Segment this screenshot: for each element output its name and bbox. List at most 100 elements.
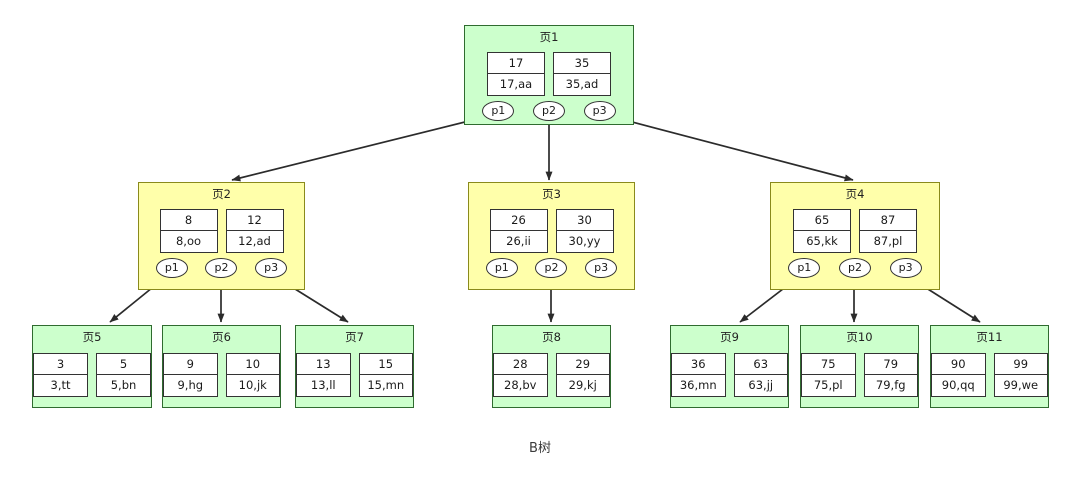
key-cell[interactable]: 30 30,yy (555, 209, 614, 253)
child-pointer-p3[interactable]: p3 (583, 101, 616, 121)
cell-key: 79 (864, 354, 917, 375)
node-title: 页7 (345, 330, 364, 344)
cell-value: 75,pl (813, 378, 843, 392)
child-pointer-p2[interactable]: p2 (535, 258, 568, 278)
cell-key: 65 (794, 210, 850, 231)
btree-node-page1[interactable]: 页1 17 17,aa 35 35,ad p1 p2 p3 (464, 25, 634, 125)
cell-key: 13 (297, 354, 350, 375)
cell-key: 99 (994, 354, 1047, 375)
cell-value: 28,bv (504, 378, 537, 392)
edge-page1-p3-to-page4 (631, 121, 854, 182)
cell-value: 30,yy (568, 234, 601, 248)
key-cell[interactable]: 99 99,we (993, 353, 1048, 397)
node-title: 页1 (539, 30, 559, 44)
key-cell[interactable]: 10 10,jk (225, 353, 280, 397)
child-pointer-p3[interactable]: p3 (255, 258, 288, 278)
cell-key: 29 (556, 354, 609, 375)
btree-node-page9[interactable]: 页9 36 36,mn 63 63,jj (670, 325, 789, 408)
cell-value: 99,we (1003, 378, 1039, 392)
cell-key: 15 (359, 354, 412, 375)
node-title: 页5 (82, 330, 102, 344)
cell-value: 63,jj (748, 378, 774, 392)
key-cell[interactable]: 15 15,mn (358, 353, 413, 397)
key-cell-group: 17 17,aa 35 35,ad (465, 52, 633, 96)
key-cell[interactable]: 17 17,aa (487, 52, 545, 96)
child-pointer-p3[interactable]: p3 (889, 258, 922, 278)
btree-node-page7[interactable]: 页7 13 13,ll 15 15,mn (295, 325, 414, 408)
cell-value: 5,bn (110, 378, 137, 392)
cell-key: 8 (160, 210, 217, 231)
cell-value: 26,ii (506, 234, 531, 248)
cell-value: 3,tt (50, 378, 71, 392)
key-cell[interactable]: 36 36,mn (671, 353, 726, 397)
key-cell-group: 13 13,ll 15 15,mn (296, 353, 413, 397)
cell-value: 17,aa (499, 77, 533, 91)
cell-key: 35 (554, 53, 610, 74)
child-pointer-p1[interactable]: p1 (482, 101, 515, 121)
key-cell[interactable]: 26 26,ii (489, 209, 548, 253)
pointer-group: p1 p2 p3 (771, 258, 939, 278)
cell-value: 29,kj (568, 378, 597, 392)
pointer-group: p1 p2 p3 (469, 258, 634, 278)
node-title: 页8 (542, 330, 561, 344)
node-title: 页10 (846, 330, 873, 344)
pointer-group: p1 p2 p3 (465, 101, 633, 121)
node-title: 页4 (845, 187, 865, 201)
cell-key: 63 (734, 354, 787, 375)
key-cell-group: 26 26,ii 30 30,yy (469, 209, 634, 253)
child-pointer-p1[interactable]: p1 (485, 258, 518, 278)
cell-key: 36 (672, 354, 725, 375)
cell-key: 87 (860, 210, 916, 231)
pointer-group: p1 p2 p3 (139, 258, 304, 278)
key-cell[interactable]: 29 29,kj (555, 353, 610, 397)
cell-key: 26 (490, 210, 547, 231)
cell-key: 17 (488, 53, 544, 74)
cell-value: 36,mn (679, 378, 717, 392)
node-title: 页9 (720, 330, 739, 344)
cell-key: 5 (97, 354, 150, 375)
child-pointer-p1[interactable]: p1 (788, 258, 821, 278)
cell-key: 75 (802, 354, 855, 375)
cell-value: 87,pl (873, 234, 903, 248)
key-cell[interactable]: 5 5,bn (96, 353, 151, 397)
node-title: 页6 (212, 330, 231, 344)
cell-value: 13,ll (310, 378, 336, 392)
child-pointer-p2[interactable]: p2 (838, 258, 871, 278)
key-cell-group: 36 36,mn 63 63,jj (671, 353, 788, 397)
cell-key: 10 (226, 354, 279, 375)
key-cell[interactable]: 75 75,pl (801, 353, 856, 397)
cell-value: 35,ad (565, 77, 599, 91)
key-cell[interactable]: 35 35,ad (553, 52, 611, 96)
cell-value: 15,mn (367, 378, 405, 392)
child-pointer-p1[interactable]: p1 (155, 258, 188, 278)
key-cell[interactable]: 13 13,ll (296, 353, 351, 397)
cell-key: 30 (556, 210, 613, 231)
child-pointer-p2[interactable]: p2 (532, 101, 565, 121)
child-pointer-p3[interactable]: p3 (585, 258, 618, 278)
key-cell[interactable]: 87 87,pl (859, 209, 917, 253)
child-pointer-p2[interactable]: p2 (205, 258, 238, 278)
cell-key: 90 (932, 354, 985, 375)
key-cell[interactable]: 63 63,jj (733, 353, 788, 397)
cell-value: 10,jk (238, 378, 267, 392)
